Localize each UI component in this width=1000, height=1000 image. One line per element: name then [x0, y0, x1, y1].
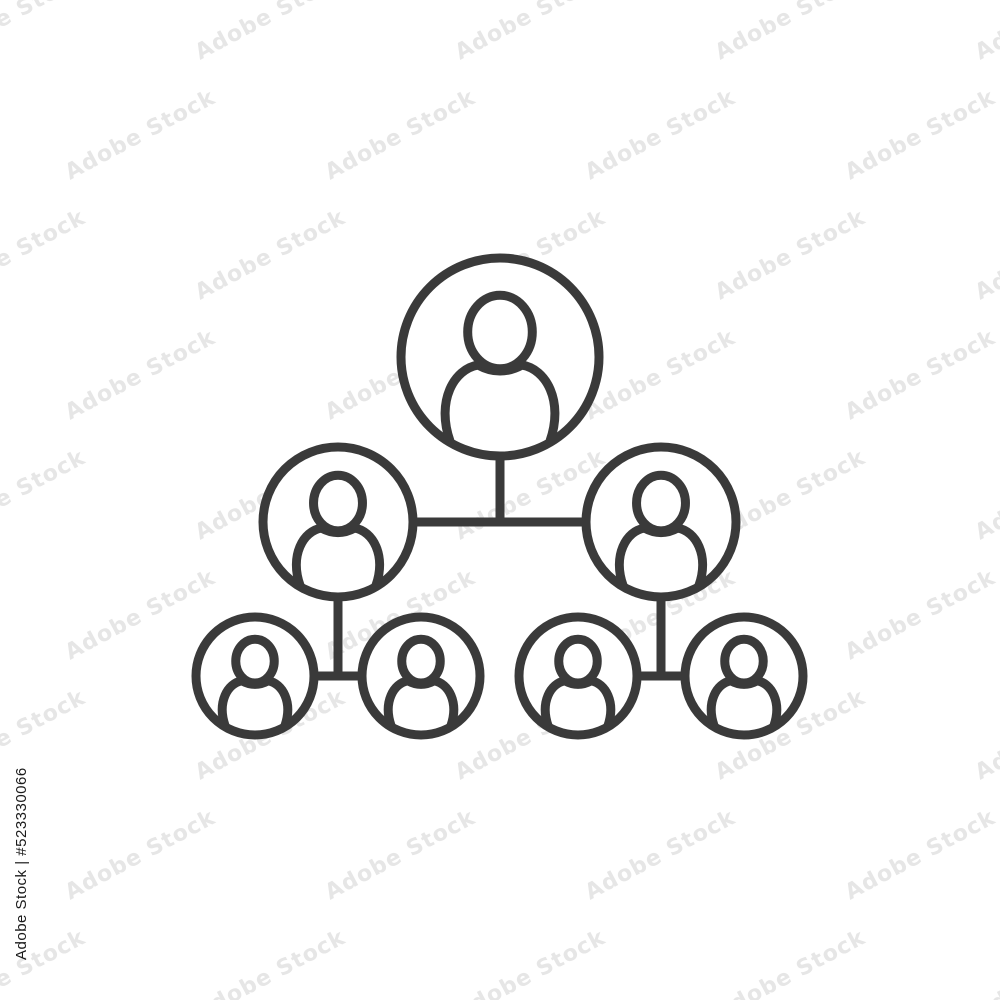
person-head [397, 634, 445, 688]
person-head [231, 634, 279, 688]
person-head [554, 634, 602, 688]
node-right-manager [581, 442, 741, 602]
node-left-report-2 [357, 612, 485, 740]
person-icon [383, 634, 459, 728]
node-right-report-2 [680, 612, 808, 740]
node-root [396, 253, 604, 461]
node-left-report-1 [191, 612, 319, 740]
person-head [632, 470, 690, 536]
node-right-report-1 [514, 612, 642, 740]
person-head [720, 634, 768, 688]
person-nodes [191, 253, 808, 740]
person-icon [440, 290, 560, 443]
person-head [463, 290, 537, 374]
person-icon [706, 634, 782, 728]
person-icon [540, 634, 616, 728]
connector-lines [314, 456, 685, 681]
person-icon [217, 634, 293, 728]
person-icon [291, 470, 385, 588]
node-left-manager [258, 442, 418, 602]
person-icon [614, 470, 708, 588]
person-head [309, 470, 367, 536]
